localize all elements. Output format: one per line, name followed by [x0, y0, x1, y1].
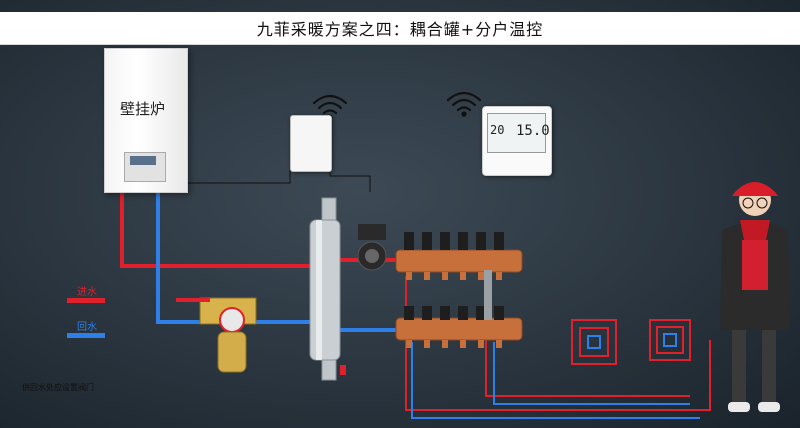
title-bar: 九菲采暖方案之四：耦合罐+分户温控	[0, 12, 800, 45]
wifi-icon	[446, 91, 482, 117]
footnote: 供回水处应设置阀门	[22, 383, 94, 392]
valve-icon	[176, 297, 257, 373]
thermostat-set-value: 20	[490, 123, 505, 137]
legend-supply-label: 进水	[77, 287, 97, 298]
floor-heating-coil-icon	[571, 319, 617, 365]
legend-supply-line	[67, 298, 105, 303]
thermostat-screen	[487, 113, 546, 153]
control-wire	[329, 160, 371, 192]
control-wire	[186, 170, 291, 184]
thermostat-current-value: 15.0	[516, 123, 550, 139]
heating-loop-return	[411, 342, 700, 419]
boiler-screen	[130, 156, 156, 165]
heating-loop-return	[493, 342, 690, 405]
page-title: 九菲采暖方案之四：耦合罐+分户温控	[256, 20, 544, 39]
coupling-tank-icon	[309, 197, 346, 381]
manifold-icon	[395, 232, 523, 348]
circulation-pump-icon	[357, 224, 387, 271]
boiler-label: 壁挂炉	[120, 100, 166, 118]
legend-return-label: 回水	[77, 322, 97, 333]
supply-pipe	[120, 191, 310, 268]
legend-return-line	[67, 333, 105, 338]
person-illustration	[720, 182, 790, 412]
temperature-controller-icon	[290, 115, 332, 172]
floor-heating-coil-icon	[649, 319, 691, 361]
return-pipe	[156, 191, 310, 324]
